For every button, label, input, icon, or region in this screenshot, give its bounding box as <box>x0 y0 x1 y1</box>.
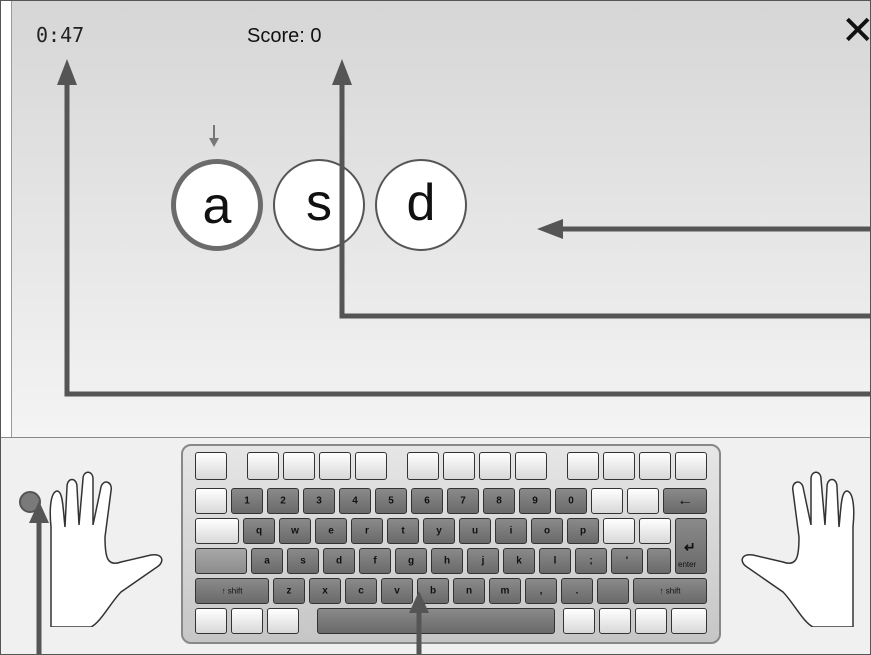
key-slash[interactable] <box>597 578 629 604</box>
key-f3[interactable] <box>319 452 351 480</box>
right-hand-icon <box>741 471 855 627</box>
key-1[interactable]: 1 <box>231 488 263 514</box>
arrowhead <box>332 59 352 85</box>
key-f11[interactable] <box>639 452 671 480</box>
key-t[interactable]: t <box>387 518 419 544</box>
key-v[interactable]: v <box>381 578 413 604</box>
key-extra[interactable] <box>647 548 671 574</box>
key-y[interactable]: y <box>423 518 455 544</box>
left-hand-icon <box>49 471 163 627</box>
arrowhead <box>29 501 49 523</box>
key-h[interactable]: h <box>431 548 463 574</box>
key-f[interactable]: f <box>359 548 391 574</box>
key-f12[interactable] <box>675 452 707 480</box>
score: Score: 0 <box>247 25 322 47</box>
letter-bubble-d: d <box>375 159 467 251</box>
key-equals[interactable] <box>627 488 659 514</box>
key-f10[interactable] <box>603 452 635 480</box>
key-f6[interactable] <box>443 452 475 480</box>
key-right-shift[interactable]: ↑ shift <box>633 578 707 604</box>
key-ctrl-right[interactable] <box>671 608 707 634</box>
key-i[interactable]: i <box>495 518 527 544</box>
key-enter[interactable]: ↵ enter <box>675 518 707 574</box>
letter: s <box>306 174 332 232</box>
key-tab[interactable] <box>195 518 239 544</box>
key-u[interactable]: u <box>459 518 491 544</box>
key-c[interactable]: c <box>345 578 377 604</box>
key-space[interactable] <box>317 608 555 634</box>
key-o[interactable]: o <box>531 518 563 544</box>
key-alt-left[interactable] <box>267 608 299 634</box>
letter-bubble-s: s <box>273 159 365 251</box>
virtual-keyboard: 1 2 3 4 5 6 7 8 9 0 ← q w e r t y u i o … <box>181 444 721 644</box>
key-backspace[interactable]: ← <box>663 488 707 514</box>
key-bracket-left[interactable] <box>603 518 635 544</box>
key-f9[interactable] <box>567 452 599 480</box>
key-2[interactable]: 2 <box>267 488 299 514</box>
key-m[interactable]: m <box>489 578 521 604</box>
key-f5[interactable] <box>407 452 439 480</box>
key-3[interactable]: 3 <box>303 488 335 514</box>
arrow-down-icon <box>209 125 219 147</box>
key-bracket-right[interactable] <box>639 518 671 544</box>
arrowhead <box>537 219 563 239</box>
key-j[interactable]: j <box>467 548 499 574</box>
key-8[interactable]: 8 <box>483 488 515 514</box>
letter-bubble-a: a <box>171 159 263 251</box>
key-caps-lock[interactable] <box>195 548 247 574</box>
key-f4[interactable] <box>355 452 387 480</box>
key-period[interactable]: . <box>561 578 593 604</box>
key-left-shift[interactable]: ↑ shift <box>195 578 269 604</box>
key-alt-right[interactable] <box>563 608 595 634</box>
timer: 0:47 <box>36 23 85 47</box>
key-7[interactable]: 7 <box>447 488 479 514</box>
letter: d <box>406 174 436 232</box>
key-b[interactable]: b <box>417 578 449 604</box>
key-comma[interactable]: , <box>525 578 557 604</box>
key-backtick[interactable] <box>195 488 227 514</box>
key-q[interactable]: q <box>243 518 275 544</box>
key-n[interactable]: n <box>453 578 485 604</box>
key-k[interactable]: k <box>503 548 535 574</box>
key-0[interactable]: 0 <box>555 488 587 514</box>
key-f1[interactable] <box>247 452 279 480</box>
key-x[interactable]: x <box>309 578 341 604</box>
key-g[interactable]: g <box>395 548 427 574</box>
key-win-right[interactable] <box>599 608 631 634</box>
key-9[interactable]: 9 <box>519 488 551 514</box>
key-6[interactable]: 6 <box>411 488 443 514</box>
key-minus[interactable] <box>591 488 623 514</box>
key-e[interactable]: e <box>315 518 347 544</box>
key-4[interactable]: 4 <box>339 488 371 514</box>
arrowhead <box>409 591 429 613</box>
score-arrow <box>339 81 870 319</box>
key-s[interactable]: s <box>287 548 319 574</box>
divider <box>1 437 870 438</box>
key-r[interactable]: r <box>351 518 383 544</box>
timer-arrow <box>64 81 870 397</box>
key-f2[interactable] <box>283 452 315 480</box>
close-icon[interactable]: ✕ <box>841 11 870 51</box>
key-semicolon[interactable]: ; <box>575 548 607 574</box>
letter: a <box>202 177 232 235</box>
key-d[interactable]: d <box>323 548 355 574</box>
key-menu[interactable] <box>635 608 667 634</box>
arrowhead <box>57 59 77 85</box>
finger-indicator <box>19 491 41 513</box>
key-quote[interactable]: ' <box>611 548 643 574</box>
key-w[interactable]: w <box>279 518 311 544</box>
key-5[interactable]: 5 <box>375 488 407 514</box>
key-f7[interactable] <box>479 452 511 480</box>
key-ctrl-left[interactable] <box>195 608 227 634</box>
key-p[interactable]: p <box>567 518 599 544</box>
key-esc[interactable] <box>195 452 227 480</box>
key-z[interactable]: z <box>273 578 305 604</box>
key-f8[interactable] <box>515 452 547 480</box>
key-l[interactable]: l <box>539 548 571 574</box>
key-a[interactable]: a <box>251 548 283 574</box>
key-win-left[interactable] <box>231 608 263 634</box>
